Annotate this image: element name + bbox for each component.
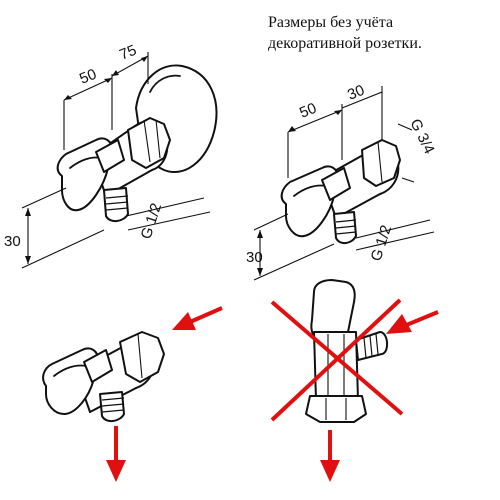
- valve-right-dim-50: 50: [297, 100, 319, 122]
- correct-valve-nut: [119, 331, 165, 383]
- correct-installation: [42, 306, 223, 482]
- valve-right-dimensioned: 50 30 G 3/4 30 G 1/2: [246, 82, 438, 281]
- inflow-arrow-icon: [172, 306, 223, 330]
- valve-left-dim-height: 30: [4, 233, 21, 250]
- wrong-inflow-arrow-icon: [386, 310, 439, 334]
- outflow-arrow-icon: [106, 426, 126, 482]
- dimensions-note-line-2: декоративной розетки.: [268, 35, 422, 52]
- wrong-outflow-arrow-icon: [320, 430, 340, 482]
- valve-left-with-rosette: 50 75 30 G 1/2: [4, 42, 218, 269]
- valve-right-dim-30: 30: [345, 82, 367, 104]
- dimensions-note: Размеры без учёта декоративной розетки.: [268, 12, 493, 54]
- valve-right-dim-height: 30: [246, 249, 263, 266]
- dimensions-note-line-1: Размеры без учёта: [268, 14, 394, 31]
- valve-right-thread-side: G 3/4: [406, 116, 437, 156]
- cross-out-icon: [270, 298, 404, 422]
- valve-left-outlet: [103, 187, 129, 222]
- valve-left-dim-75: 75: [117, 42, 139, 64]
- correct-valve-outlet: [99, 391, 125, 422]
- wrong-valve-nut: [305, 395, 367, 423]
- valve-right-thread-bottom: G 1/2: [368, 223, 396, 263]
- wrong-installation: [270, 279, 439, 482]
- valve-left-thread: G 1/2: [138, 201, 166, 241]
- valve-left-dim-50: 50: [77, 66, 99, 88]
- valve-right-nut: [361, 139, 401, 187]
